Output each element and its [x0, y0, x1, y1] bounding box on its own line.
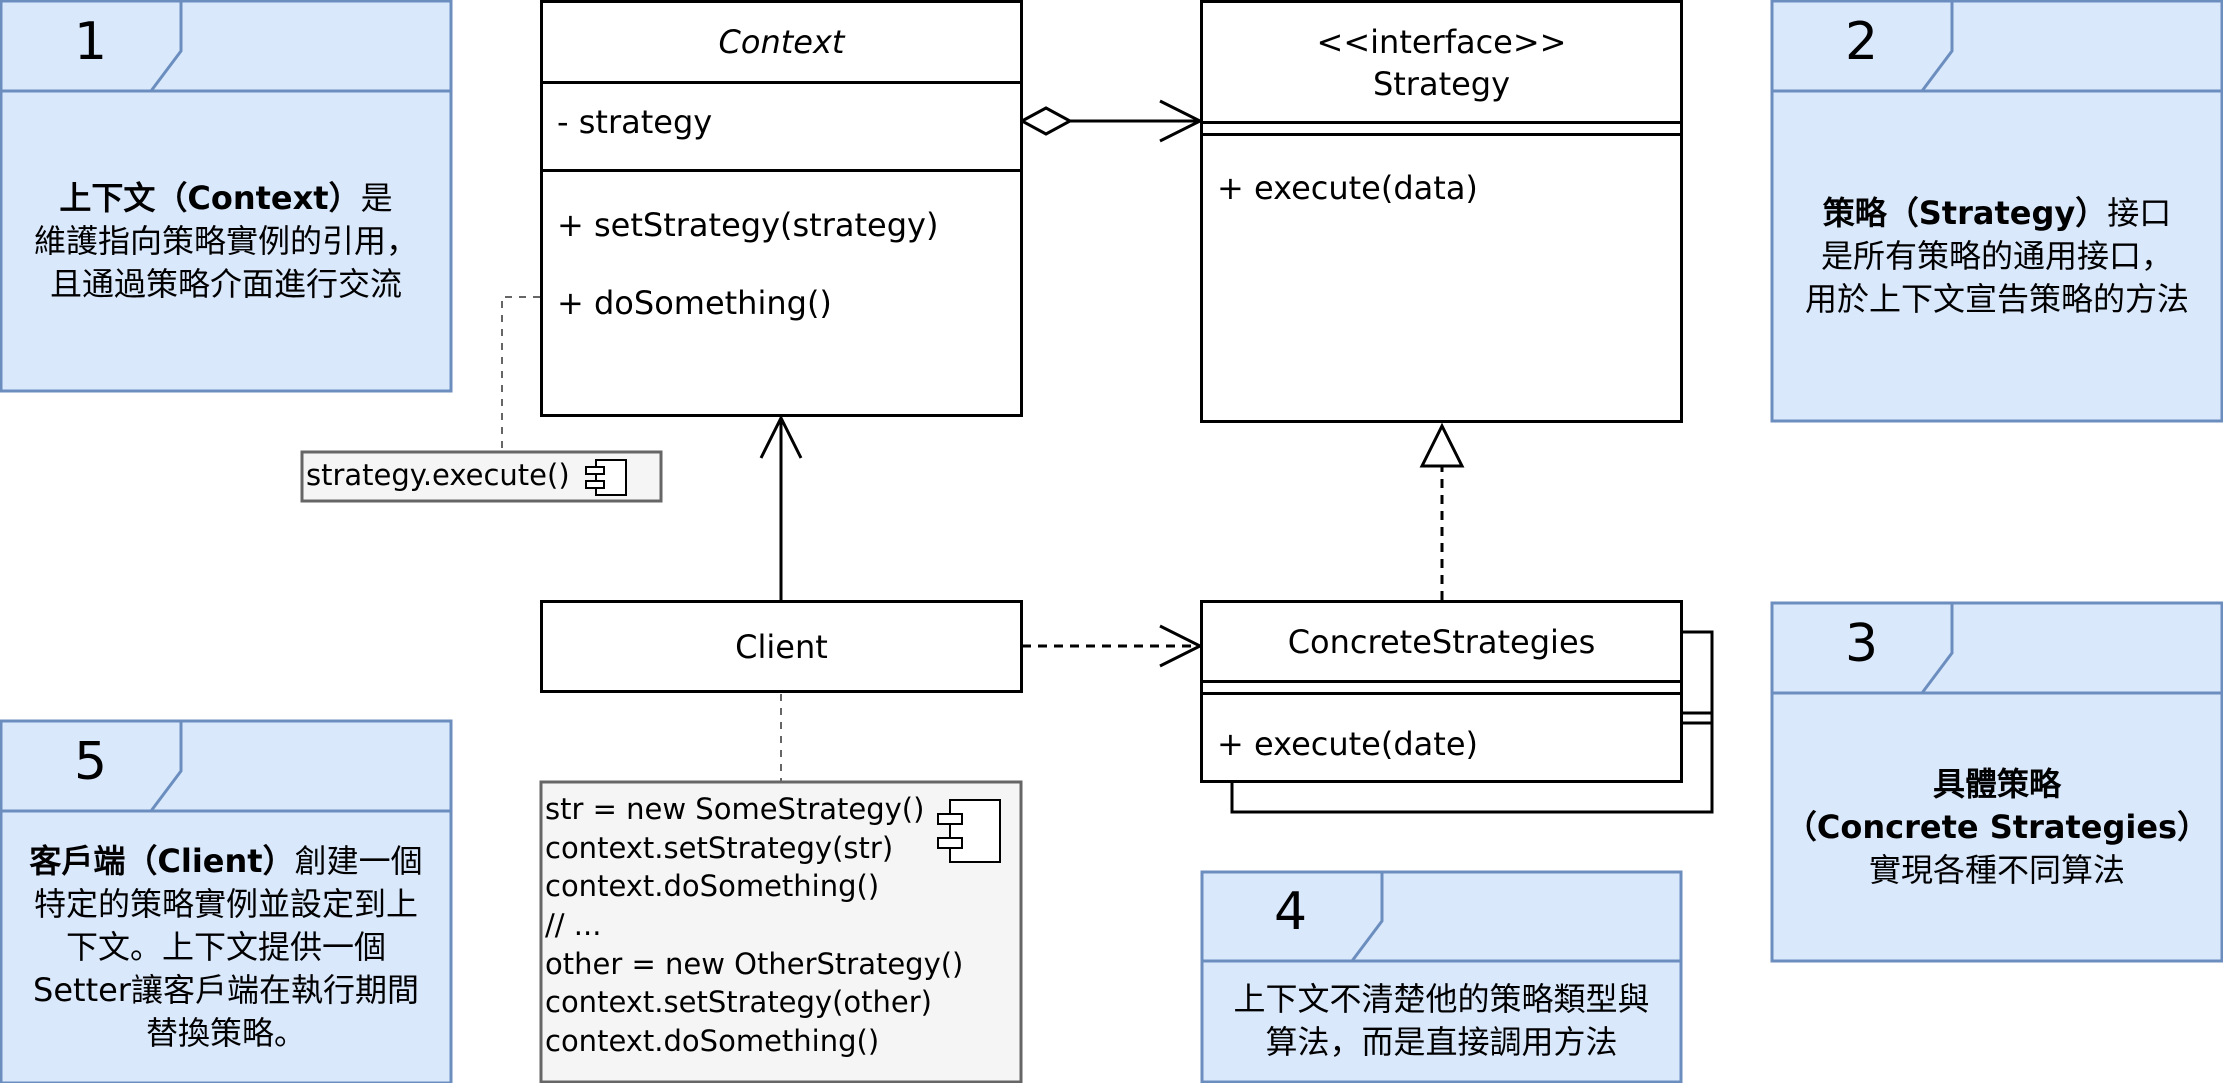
- strategy-divider-2: [1203, 133, 1680, 136]
- note-3-rest: 實現各種不同算法: [1868, 850, 2125, 889]
- concrete-method-execute: + execute(date): [1217, 725, 1478, 763]
- code-line: context.doSomething(): [545, 869, 880, 903]
- context-attribute: - strategy: [557, 103, 713, 141]
- context-method-dosomething: + doSomething(): [557, 284, 832, 322]
- note-1-frame: [0, 0, 453, 393]
- note-3-number: 3: [1845, 614, 1879, 674]
- concrete-stack-frames: [1230, 630, 1714, 814]
- context-method-setstrategy: + setStrategy(strategy): [557, 206, 939, 244]
- note-3-text: 具體策略 （Concrete Strategies） 實現各種不同算法: [1776, 698, 2218, 956]
- note-4-frame: [1200, 870, 1683, 1083]
- strategy-interface[interactable]: <<interface>> Strategy + execute(data): [1200, 0, 1683, 423]
- strategy-execute-comment-frame: [300, 450, 663, 503]
- context-divider-2: [543, 169, 1020, 172]
- strategy-method-execute: + execute(data): [1217, 169, 1478, 207]
- note-1-rest: 是 維護指向策略實例的引用， 且通過策略介面進行交流: [33, 178, 418, 303]
- note-2-rest: 接口 是所有策略的通用接口， 用於上下文宣告策略的方法: [1804, 193, 2189, 318]
- concrete-divider-2: [1203, 692, 1680, 695]
- note-1-text: 上下文（Context）是 維護指向策略實例的引用， 且通過策略介面進行交流: [5, 96, 447, 386]
- strategy-execute-comment: strategy.execute(): [306, 458, 570, 492]
- note-5-text: 客戶端（Client）創建一個 特定的策略實例並設定到上 下文。上下文提供一個 …: [4, 816, 448, 1078]
- note-2-text: 策略（Strategy）接口 是所有策略的通用接口， 用於上下文宣告策略的方法: [1776, 96, 2218, 416]
- note-1-bold: 上下文（Context）: [59, 178, 361, 217]
- component-icon: [937, 799, 1001, 863]
- strategy-divider-1: [1203, 121, 1680, 124]
- context-class[interactable]: Context - strategy + setStrategy(strateg…: [540, 0, 1023, 417]
- note-4-rest: 上下文不清楚他的策略類型與 算法，而是直接調用方法: [1233, 980, 1650, 1061]
- note-5-frame: [0, 719, 453, 1083]
- client-class[interactable]: Client: [540, 600, 1023, 693]
- code-line: context.setStrategy(other): [545, 985, 932, 1019]
- client-code-comment-frame: [539, 780, 1023, 1083]
- note-2-frame: [1770, 0, 2223, 423]
- code-line: context.doSomething(): [545, 1024, 880, 1058]
- note-3-bold: 具體策略 （Concrete Strategies）: [1784, 764, 2210, 846]
- comment-links: [501, 296, 782, 781]
- note-5-number: 5: [74, 732, 108, 792]
- concrete-strategies-class[interactable]: ConcreteStrategies + execute(date): [1200, 600, 1683, 783]
- client-context-arrow: [759, 414, 803, 600]
- strategy-title: <<interface>> Strategy: [1203, 21, 1680, 105]
- note-2-number: 2: [1845, 12, 1879, 72]
- client-concrete-dependency: [1022, 624, 1204, 668]
- strategy-stereotype: <<interface>>: [1316, 23, 1567, 61]
- note-5-rest: 創建一個 特定的策略實例並設定到上 下文。上下文提供一個 Setter讓客戶端在…: [33, 841, 423, 1052]
- context-divider-1: [543, 81, 1020, 84]
- note-4-number: 4: [1274, 882, 1308, 942]
- code-line: str = new SomeStrategy(): [545, 792, 925, 826]
- context-class-name: Context: [718, 23, 845, 61]
- code-line: other = new OtherStrategy(): [545, 947, 964, 981]
- concrete-class-name: ConcreteStrategies: [1287, 622, 1596, 661]
- component-icon: [585, 459, 627, 496]
- note-5-bold: 客戶端（Client）: [29, 841, 295, 880]
- note-2-bold: 策略（Strategy）: [1822, 193, 2108, 232]
- strategy-class-name: Strategy: [1372, 65, 1511, 103]
- note-3-frame: [1770, 601, 2223, 963]
- aggregation-arrow: [1018, 99, 1204, 143]
- concrete-divider-1: [1203, 680, 1680, 683]
- realization-arrow: [1419, 422, 1465, 600]
- note-1-number: 1: [74, 12, 108, 72]
- code-line: context.setStrategy(str): [545, 831, 894, 865]
- code-line: // ...: [545, 908, 602, 942]
- note-4-text: 上下文不清楚他的策略類型與 算法，而是直接調用方法: [1205, 965, 1678, 1077]
